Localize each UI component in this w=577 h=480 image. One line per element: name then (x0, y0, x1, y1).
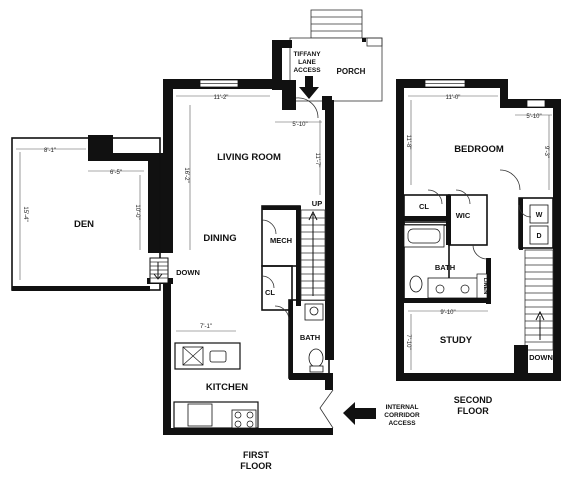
den-room (11, 137, 173, 291)
entry-label-line1: TIFFANY (293, 51, 321, 58)
room-label-bedroom: BEDROOM (454, 144, 504, 155)
dim-living-right: 11'-7" (314, 153, 320, 168)
first-floor-plan: PORCH TIFFANY LANE ACCESS LIVING ROOM DI… (11, 9, 420, 471)
dim-bedroom-width: 11'-0" (446, 95, 461, 101)
dim-study-width: 9'-10" (440, 310, 455, 316)
room-label-cl: CL (265, 288, 275, 297)
dim-den-right: 10'-0" (134, 204, 140, 219)
down-arrow-second (535, 310, 545, 340)
den-down-label: DOWN (176, 268, 200, 277)
room-label-bath-second: BATH (435, 263, 455, 272)
dim-study-left: 7'-10" (405, 334, 411, 349)
dryer-label: D (536, 233, 541, 240)
room-label-kitchen: KITCHEN (206, 382, 248, 393)
room-label-study: STUDY (440, 335, 473, 346)
nook-window (526, 99, 546, 108)
corridor-label-line1: INTERNAL (386, 404, 419, 411)
first-floor-caption-line2: FLOOR (240, 461, 272, 471)
room-label-mech: MECH (270, 236, 292, 245)
dim-bedroom-left: 11'-8" (405, 135, 411, 150)
entry-arrow-icon (299, 76, 319, 99)
entry-label-line3: ACCESS (293, 67, 321, 74)
room-label-linen: LINEN (482, 278, 488, 295)
dimension-lines-second (408, 95, 552, 370)
dim-den-inner: 6'-5" (110, 170, 122, 176)
dim-living-width: 11'-2" (214, 95, 229, 101)
second-floor-caption-line1: SECOND (454, 395, 493, 405)
doors-first (261, 97, 334, 429)
room-label-wic: WIC (456, 211, 471, 220)
dim-entry-width: 5'-10" (292, 122, 307, 128)
dim-den-left: 15'-4" (22, 206, 28, 221)
first-floor-caption-line1: FIRST (243, 450, 270, 460)
up-arrow (308, 210, 318, 296)
bath-fixtures-second (403, 204, 549, 299)
corridor-label-line2: CORRIDOR (384, 412, 420, 419)
porch-steps (289, 9, 383, 102)
dimension-lines-first (16, 95, 322, 332)
room-label-dining: DINING (203, 233, 236, 244)
dim-den-width: 8'-1" (44, 148, 56, 154)
stairs-up (301, 217, 325, 296)
room-label-porch: PORCH (337, 67, 366, 76)
room-label-den: DEN (74, 219, 94, 230)
dim-bedroom-nook: 5'-10" (526, 114, 541, 120)
stairs-up-label: UP (312, 199, 322, 208)
dim-bedroom-right: 9'-3" (543, 146, 549, 158)
dim-living-depth: 16'-2" (183, 167, 189, 182)
doors-second (427, 169, 532, 260)
bath-fixtures-first (304, 303, 324, 373)
stairs-down-label: DOWN (529, 353, 553, 362)
room-label-bath: BATH (300, 333, 320, 342)
kitchen-fixtures (173, 342, 259, 429)
corridor-label-line3: ACCESS (388, 420, 416, 427)
dim-kitchen-width: 7'-1" (200, 324, 212, 330)
washer-label: W (536, 212, 543, 219)
second-floor-caption-line2: FLOOR (457, 406, 489, 416)
entry-label-line2: LANE (298, 59, 316, 66)
room-label-cl-second: CL (419, 202, 429, 211)
second-floor-plan: BEDROOM STUDY BATH CL WIC LINEN W D DOWN… (396, 79, 561, 416)
stairs-down-second (525, 257, 553, 343)
room-label-living-room: LIVING ROOM (217, 152, 281, 163)
corridor-arrow-icon (343, 402, 376, 425)
